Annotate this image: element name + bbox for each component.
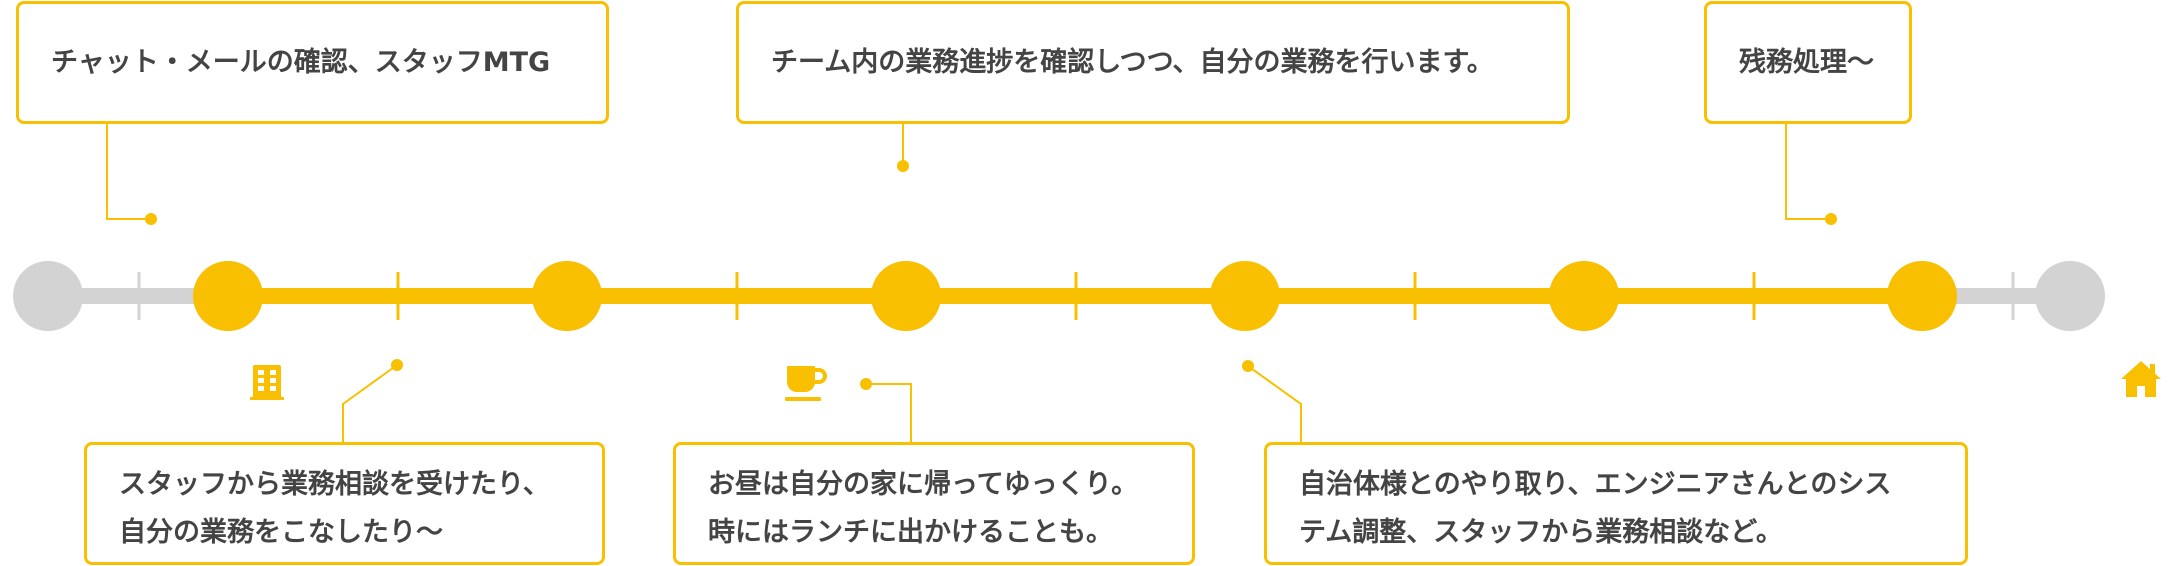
connector-dot [897, 160, 909, 172]
event-box-afternoon: チーム内の業務進捗を確認しつつ、自分の業務を行います。 [736, 1, 1570, 124]
connector-dot [391, 359, 403, 371]
connector-line [106, 124, 151, 220]
event-text: チャット・メールの確認、スタッフMTG [51, 46, 551, 78]
event-text: 残務処理〜 [1739, 46, 1874, 78]
building-icon [250, 365, 284, 400]
timeline-node [1887, 261, 1957, 331]
event-text: チーム内の業務進捗を確認しつつ、自分の業務を行います。 [771, 46, 1494, 78]
connector-dot [1242, 360, 1254, 372]
event-text-line: お昼は自分の家に帰ってゆっくり。 [708, 469, 1139, 500]
connector-line [1247, 365, 1302, 442]
event-box-office-work: スタッフから業務相談を受けたり、 自分の業務をこなしたり〜 [84, 442, 605, 565]
timeline-node [532, 261, 602, 331]
connector-dot [860, 378, 872, 390]
timeline-node [1210, 261, 1280, 331]
connector-line [342, 364, 398, 442]
event-text-line: スタッフから業務相談を受けたり、 [119, 469, 550, 500]
event-text-line: 自治体様とのやり取り、エンジニアさんとのシス [1299, 469, 1892, 500]
event-box-lunch: お昼は自分の家に帰ってゆっくり。 時にはランチに出かけることも。 [673, 442, 1195, 565]
event-box-evening: 残務処理〜 [1704, 1, 1912, 124]
house-icon [2121, 361, 2161, 397]
timeline-node [193, 261, 263, 331]
coffee-cup-icon [785, 366, 827, 401]
timeline-node-end [2035, 261, 2105, 331]
connector-dot [145, 213, 157, 225]
timeline-node [1549, 261, 1619, 331]
timeline-node-start [13, 261, 83, 331]
connector-line [866, 383, 912, 442]
event-box-morning: チャット・メールの確認、スタッフMTG [16, 1, 609, 124]
connector-dot [1825, 213, 1837, 225]
connector-line [1785, 124, 1831, 220]
event-text-line: 時にはランチに出かけることも。 [708, 517, 1113, 548]
event-text-line: 自分の業務をこなしたり〜 [119, 517, 443, 548]
timeline-node [871, 261, 941, 331]
event-text-line: テム調整、スタッフから業務相談など。 [1299, 517, 1783, 548]
event-box-coordination: 自治体様とのやり取り、エンジニアさんとのシス テム調整、スタッフから業務相談など… [1264, 442, 1968, 565]
